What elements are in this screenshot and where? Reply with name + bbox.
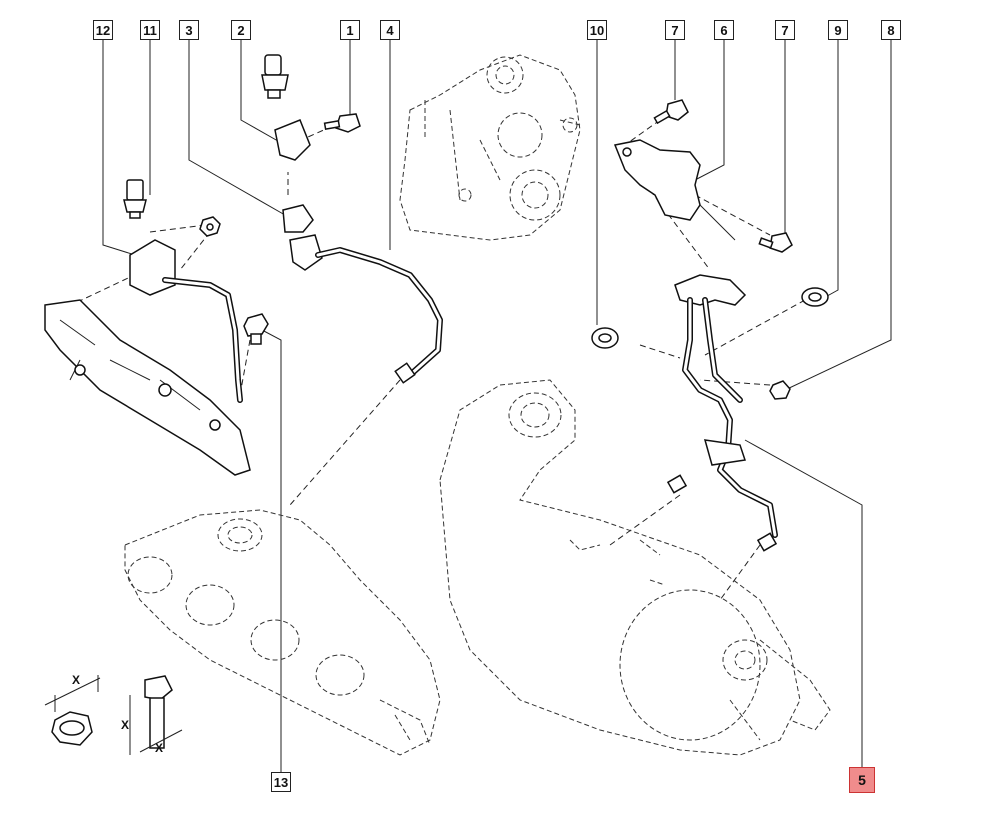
pressure-sensor-11 [123, 179, 147, 219]
nut-left [199, 216, 221, 237]
callout-3[interactable]: 3 [179, 20, 199, 40]
bracket-3 [282, 204, 323, 271]
dim-label-x3: X [155, 741, 163, 755]
leader-13 [261, 329, 282, 772]
clamp-9 [801, 287, 829, 307]
bracket-6 [613, 139, 736, 241]
left-bracket-assembly [44, 239, 251, 476]
callout-7a[interactable]: 7 [665, 20, 685, 40]
leader-5 [744, 439, 863, 768]
clamp-10 [591, 327, 619, 349]
particulate-filter-ghost [439, 379, 831, 756]
callout-5-highlighted[interactable]: 5 [849, 767, 875, 793]
callout-9[interactable]: 9 [828, 20, 848, 40]
dim-label-x1: X [72, 673, 80, 687]
callout-6[interactable]: 6 [714, 20, 734, 40]
leader-6 [694, 38, 725, 181]
bolt-7a [653, 99, 689, 125]
bolt-13 [243, 313, 269, 345]
dim-label-x2: X [121, 718, 129, 732]
bolt-7b [758, 232, 793, 253]
nut-8 [769, 380, 791, 400]
leader-lines [102, 38, 892, 772]
leader-12 [102, 38, 136, 256]
assembly-lines [49, 119, 806, 601]
bolt-1 [323, 113, 361, 133]
callout-11[interactable]: 11 [140, 20, 160, 40]
pressure-sensor-2 [261, 54, 311, 161]
leader-3 [188, 38, 286, 216]
callout-2[interactable]: 2 [231, 20, 251, 40]
callout-10[interactable]: 10 [587, 20, 607, 40]
turbocharger-ghost [399, 54, 581, 241]
callout-1[interactable]: 1 [340, 20, 360, 40]
callout-8[interactable]: 8 [881, 20, 901, 40]
pipe-4 [315, 247, 443, 384]
dimension-sketch [44, 675, 183, 755]
callout-7b[interactable]: 7 [775, 20, 795, 40]
pipe-5 [666, 274, 778, 552]
leader-2 [240, 38, 286, 146]
exhaust-manifold-ghost [124, 509, 441, 756]
callout-13[interactable]: 13 [271, 772, 291, 792]
leader-8 [784, 38, 892, 391]
callout-4[interactable]: 4 [380, 20, 400, 40]
callout-12[interactable]: 12 [93, 20, 113, 40]
leader-9 [819, 38, 839, 301]
